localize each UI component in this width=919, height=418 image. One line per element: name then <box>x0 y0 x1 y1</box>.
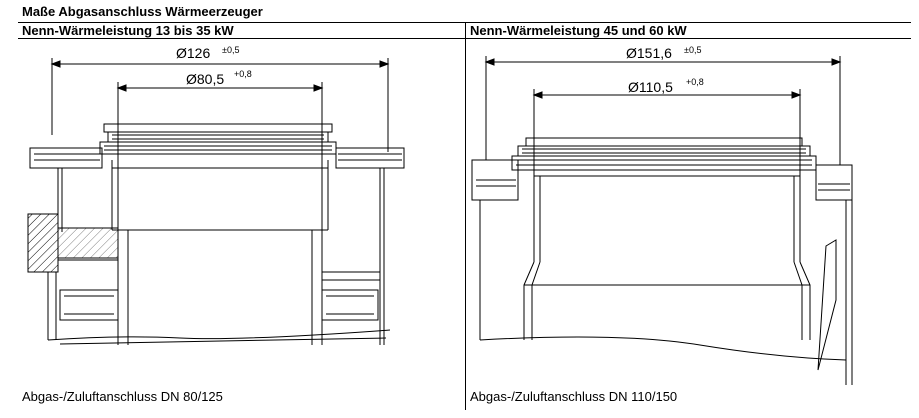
document-title: Maße Abgasanschluss Wärmeerzeuger <box>22 4 263 19</box>
left-connection-drawing <box>27 58 405 345</box>
right-inner-dimension-label: Ø110,5 <box>628 79 673 95</box>
left-outer-dimension-label: Ø126 <box>176 45 210 61</box>
right-outer-dimension-label: Ø151,6 <box>626 45 672 61</box>
right-inner-tolerance: +0,8 <box>686 77 704 87</box>
right-inner-dimension <box>532 89 802 170</box>
left-outer-tolerance: ±0,5 <box>222 45 239 55</box>
right-caption: Abgas-/Zuluftanschluss DN 110/150 <box>470 389 678 404</box>
left-inner-dimension <box>116 82 324 160</box>
right-column-header: Nenn-Wärmeleistung 45 und 60 kW <box>466 22 911 39</box>
left-outer-dimension <box>50 58 390 152</box>
left-column-header: Nenn-Wärmeleistung 13 bis 35 kW <box>18 22 465 39</box>
left-inner-dimension-label: Ø80,5 <box>186 71 224 87</box>
left-inner-tolerance: +0,8 <box>234 69 252 79</box>
right-outer-tolerance: ±0,5 <box>684 45 701 55</box>
left-caption: Abgas-/Zuluftanschluss DN 80/125 <box>22 389 223 404</box>
table-frame <box>18 22 911 411</box>
right-connection-drawing <box>471 56 853 385</box>
right-outer-dimension <box>484 56 842 165</box>
column-divider <box>465 22 466 410</box>
